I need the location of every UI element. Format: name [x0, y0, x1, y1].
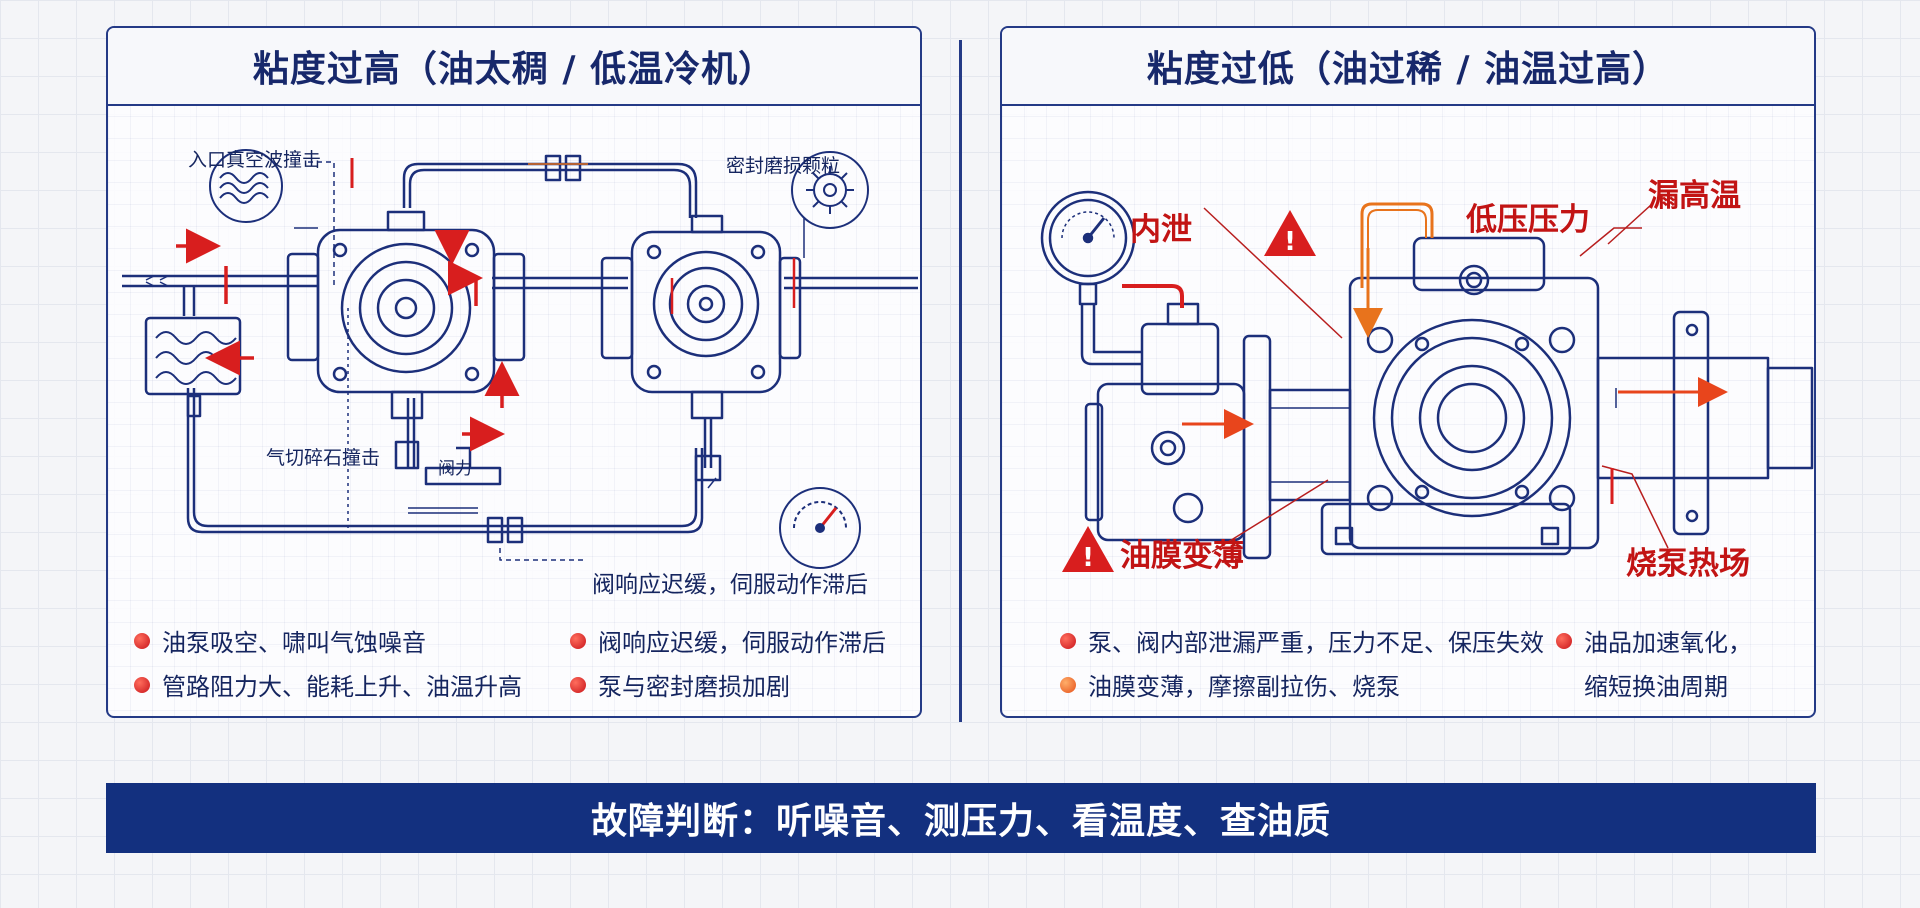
pressure-gauge-icon	[1042, 192, 1134, 304]
label-inlet-shock: 入口真空波撞击	[188, 149, 321, 171]
panel-high-viscosity: 粘度过高（油太稠 / 低温冷机）	[106, 26, 922, 718]
bullet-dot	[570, 677, 586, 693]
warning-icon: !	[1062, 526, 1114, 573]
label-leak-high-temp: 漏高温	[1648, 178, 1741, 214]
svg-text:!: !	[1082, 543, 1094, 573]
bullet-item: 缩短换油周期	[1556, 667, 1728, 702]
drain-pipe-right	[705, 418, 711, 468]
low-viscosity-diagram: ! ! 内泄 低压压力 漏高温 油膜变薄 烧泵热场	[1002, 108, 1816, 608]
warning-icon: !	[1264, 210, 1316, 257]
outlet-pipe	[1598, 358, 1768, 478]
label-film-thin: 油膜变薄	[1120, 538, 1244, 574]
svg-text:!: !	[1284, 227, 1296, 257]
center-divider	[959, 40, 962, 722]
top-return-pipe	[404, 164, 696, 218]
drain-pipe-left	[408, 398, 414, 468]
bullet-item: 油膜变薄，摩擦副拉伤、烧泵	[1060, 667, 1400, 702]
label-air-cut: 气切碎石撞击	[266, 447, 380, 469]
label-seal-wear: 密封磨损颗粒	[726, 155, 840, 177]
bullet-dot	[1556, 633, 1572, 649]
gauge-line	[1082, 304, 1142, 364]
panel-low-viscosity: 粘度过低（油过稀 / 油温过高）	[1000, 26, 1816, 718]
label-low-pressure: 低压压力	[1465, 202, 1590, 238]
bullet-item: 泵、阀内部泄漏严重，压力不足、保压失效	[1060, 623, 1544, 658]
label-valve: 阀力	[438, 459, 472, 479]
panel-title-high-viscosity: 粘度过高（油太稠 / 低温冷机）	[108, 28, 920, 106]
low-viscosity-bullets: 泵、阀内部泄漏严重，压力不足、保压失效 油膜变薄，摩擦副拉伤、烧泵 油品加速氧化…	[1002, 603, 1816, 713]
bullet-dot	[134, 677, 150, 693]
high-viscosity-bullets: 油泵吸空、啸叫气蚀噪音 管路阻力大、能耗上升、油温升高 阀响应迟缓，伺服动作滞后…	[108, 603, 922, 713]
bullet-item: 泵与密封磨损加剧	[570, 667, 790, 702]
label-leak: 内泄	[1130, 212, 1192, 248]
fault-diagnosis-banner: 故障判断：听噪音、测压力、看温度、查油质	[106, 783, 1816, 853]
gauge-icon	[780, 488, 860, 568]
outlet-pipe	[784, 278, 918, 288]
bullet-item: 油泵吸空、啸叫气蚀噪音	[134, 623, 426, 658]
label-burn-pump: 烧泵热场	[1626, 546, 1750, 582]
motor-housing	[1098, 384, 1244, 540]
bullet-dot	[1060, 633, 1076, 649]
bullet-dot	[570, 633, 586, 649]
oil-reservoir	[146, 318, 240, 394]
bullet-item: 阀响应迟缓，伺服动作滞后	[570, 623, 886, 658]
high-viscosity-diagram: 入口真空波撞击 密封磨损颗粒 气切碎石撞击 阀力 阀响应迟缓，伺服动作滞后	[108, 108, 922, 608]
bullet-item: 油品加速氧化，	[1556, 623, 1752, 658]
connecting-pipe	[492, 278, 628, 288]
bullet-dot	[1060, 677, 1076, 693]
bullet-item: 管路阻力大、能耗上升、油温升高	[134, 667, 522, 702]
label-valve-delay: 阀响应迟缓，伺服动作滞后	[592, 572, 868, 598]
panel-title-low-viscosity: 粘度过低（油过稀 / 油温过高）	[1002, 28, 1814, 106]
bullet-dot	[134, 633, 150, 649]
